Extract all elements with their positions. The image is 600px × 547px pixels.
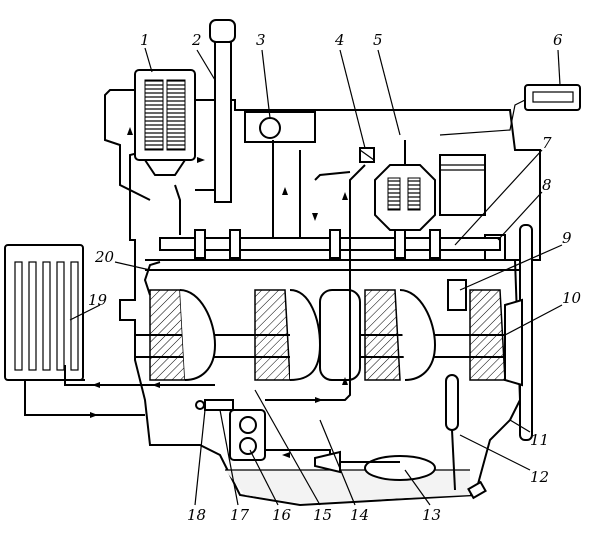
oil-sump <box>225 455 470 503</box>
pressure-valve <box>195 399 234 411</box>
label-16: 16 <box>272 506 292 524</box>
label-13: 13 <box>422 506 441 524</box>
pressure-sensor <box>359 147 375 163</box>
label-3: 3 <box>256 31 266 49</box>
oil-filter <box>134 69 196 176</box>
label-6: 6 <box>553 31 563 49</box>
oil-cooler <box>4 244 84 381</box>
flow-arrows <box>90 127 348 458</box>
label-9: 9 <box>562 229 572 247</box>
leader-lines <box>69 47 563 506</box>
label-12: 12 <box>530 468 549 486</box>
label-10: 10 <box>562 289 582 307</box>
label-14: 14 <box>350 506 369 524</box>
label-5: 5 <box>373 31 383 49</box>
callout-labels: 1 2 3 4 5 6 7 8 9 10 11 12 13 14 15 16 1… <box>88 31 582 524</box>
label-8: 8 <box>542 176 552 194</box>
label-7: 7 <box>542 134 552 152</box>
camshaft <box>159 229 501 259</box>
drain-plug <box>467 480 487 500</box>
flywheel <box>504 224 533 441</box>
label-4: 4 <box>334 31 345 49</box>
label-11: 11 <box>530 431 549 449</box>
dipstick <box>445 374 459 491</box>
centrifugal-filter <box>374 140 436 231</box>
oil-filler-neck <box>209 19 236 203</box>
label-2: 2 <box>191 31 202 49</box>
rocker-shaft <box>244 111 316 245</box>
label-20: 20 <box>94 248 115 266</box>
crankshaft <box>134 289 516 381</box>
label-19: 19 <box>88 291 108 309</box>
label-15: 15 <box>313 506 332 524</box>
label-1: 1 <box>140 31 150 49</box>
main-bearing <box>447 279 467 311</box>
oil-strainer <box>245 449 400 474</box>
piston <box>439 154 486 216</box>
label-17: 17 <box>230 506 250 524</box>
label-18: 18 <box>187 506 206 524</box>
pressure-gauge <box>439 84 581 136</box>
oil-pump <box>229 409 266 461</box>
